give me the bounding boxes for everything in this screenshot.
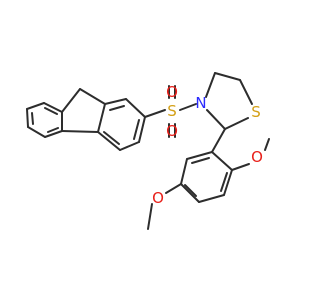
bond (180, 158, 188, 185)
bond (211, 151, 233, 171)
oxygen-atom-label: O (251, 148, 263, 166)
double-bond (184, 184, 197, 197)
bond (198, 194, 225, 203)
sulfur-atom-label: S (251, 103, 261, 121)
bond (205, 72, 216, 98)
fluorene-right-ring (97, 98, 146, 151)
bond (223, 169, 233, 196)
bond (97, 103, 106, 133)
sulfonyl-group (144, 85, 197, 138)
bond (180, 183, 200, 203)
double-bond (44, 107, 58, 115)
bond (206, 109, 226, 130)
methoxy-right (231, 138, 270, 171)
double-bond (47, 127, 59, 133)
bond (97, 131, 121, 151)
double-bond (109, 105, 125, 111)
methoxy-left (147, 183, 182, 230)
bond (231, 163, 250, 171)
molecule-structure: O S O N S O O (26, 72, 270, 230)
bond (79, 88, 106, 105)
double-bond (103, 131, 120, 145)
bond (224, 117, 249, 130)
double-bond (133, 119, 140, 140)
sulfur-atom-label: S (167, 102, 177, 120)
fluorene-five-ring (61, 88, 106, 133)
double-bond (31, 112, 34, 125)
bond (61, 130, 99, 133)
dimethoxyphenyl-ring (180, 128, 233, 203)
bond (104, 98, 127, 105)
thiazolidine-ring (205, 72, 253, 130)
bond (27, 126, 46, 138)
bond (44, 130, 63, 138)
oxygen-atom-label: O (166, 122, 178, 140)
bond (239, 79, 253, 105)
bond (165, 183, 182, 194)
oxygen-atom-label: O (166, 83, 178, 101)
bond (26, 102, 45, 110)
bond (214, 72, 241, 81)
bond (125, 98, 146, 118)
bond (138, 116, 146, 143)
bond (144, 109, 166, 118)
bond (61, 88, 81, 113)
nitrogen-atom-label: N (195, 94, 206, 112)
bond (119, 141, 140, 151)
oxygen-atom-label: O (152, 189, 164, 207)
bond (43, 102, 63, 113)
molecule-canvas: O S O N S O O (26, 72, 270, 230)
bond (26, 108, 29, 128)
bond (147, 203, 153, 230)
bond (264, 138, 270, 151)
fluorene-left-ring (26, 102, 63, 138)
bond (179, 103, 197, 111)
double-bond (220, 172, 228, 192)
double-bond (191, 157, 210, 164)
bond (186, 151, 213, 160)
bond (211, 128, 226, 153)
